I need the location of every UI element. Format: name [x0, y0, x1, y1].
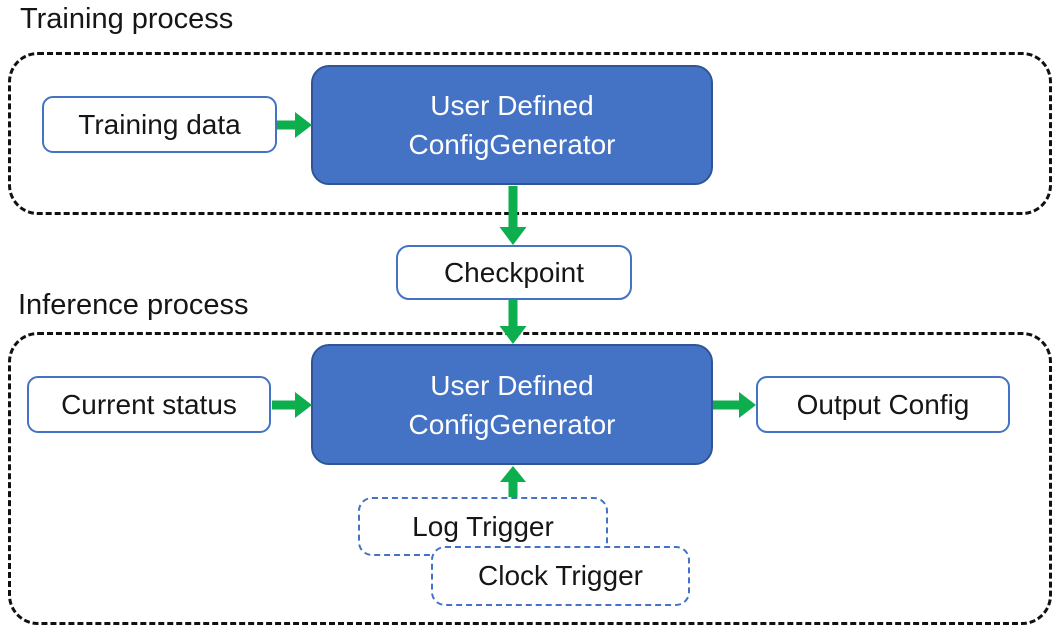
training-generator-box: User Defined ConfigGenerator	[311, 65, 713, 185]
arrow-log-trigger-to-generator-icon	[500, 466, 526, 497]
arrow-training-data-to-generator-icon	[277, 112, 312, 138]
inference-generator-line1: User Defined	[430, 369, 594, 401]
training-generator-line2: ConfigGenerator	[408, 129, 616, 160]
output-config-box: Output Config	[756, 376, 1010, 433]
training-process-container	[8, 52, 1052, 215]
arrow-generator-to-output-config-icon	[713, 392, 756, 418]
checkpoint-box: Checkpoint	[396, 245, 632, 300]
training-process-heading: Training process	[20, 3, 234, 35]
inference-process-container	[8, 332, 1052, 625]
arrow-current-status-to-generator-icon	[272, 392, 312, 418]
clock-trigger-box: Clock Trigger	[431, 546, 690, 606]
inference-generator-line2: ConfigGenerator	[408, 408, 616, 440]
arrow-checkpoint-to-inference-generator-icon	[499, 300, 527, 344]
inference-generator-box: User Defined ConfigGenerator	[311, 344, 713, 465]
training-data-box: Training data	[42, 96, 277, 153]
inference-process-heading: Inference process	[18, 289, 249, 321]
training-generator-line1: User Defined	[430, 90, 594, 121]
arrow-generator-to-checkpoint-icon	[499, 186, 527, 245]
current-status-box: Current status	[27, 376, 271, 433]
